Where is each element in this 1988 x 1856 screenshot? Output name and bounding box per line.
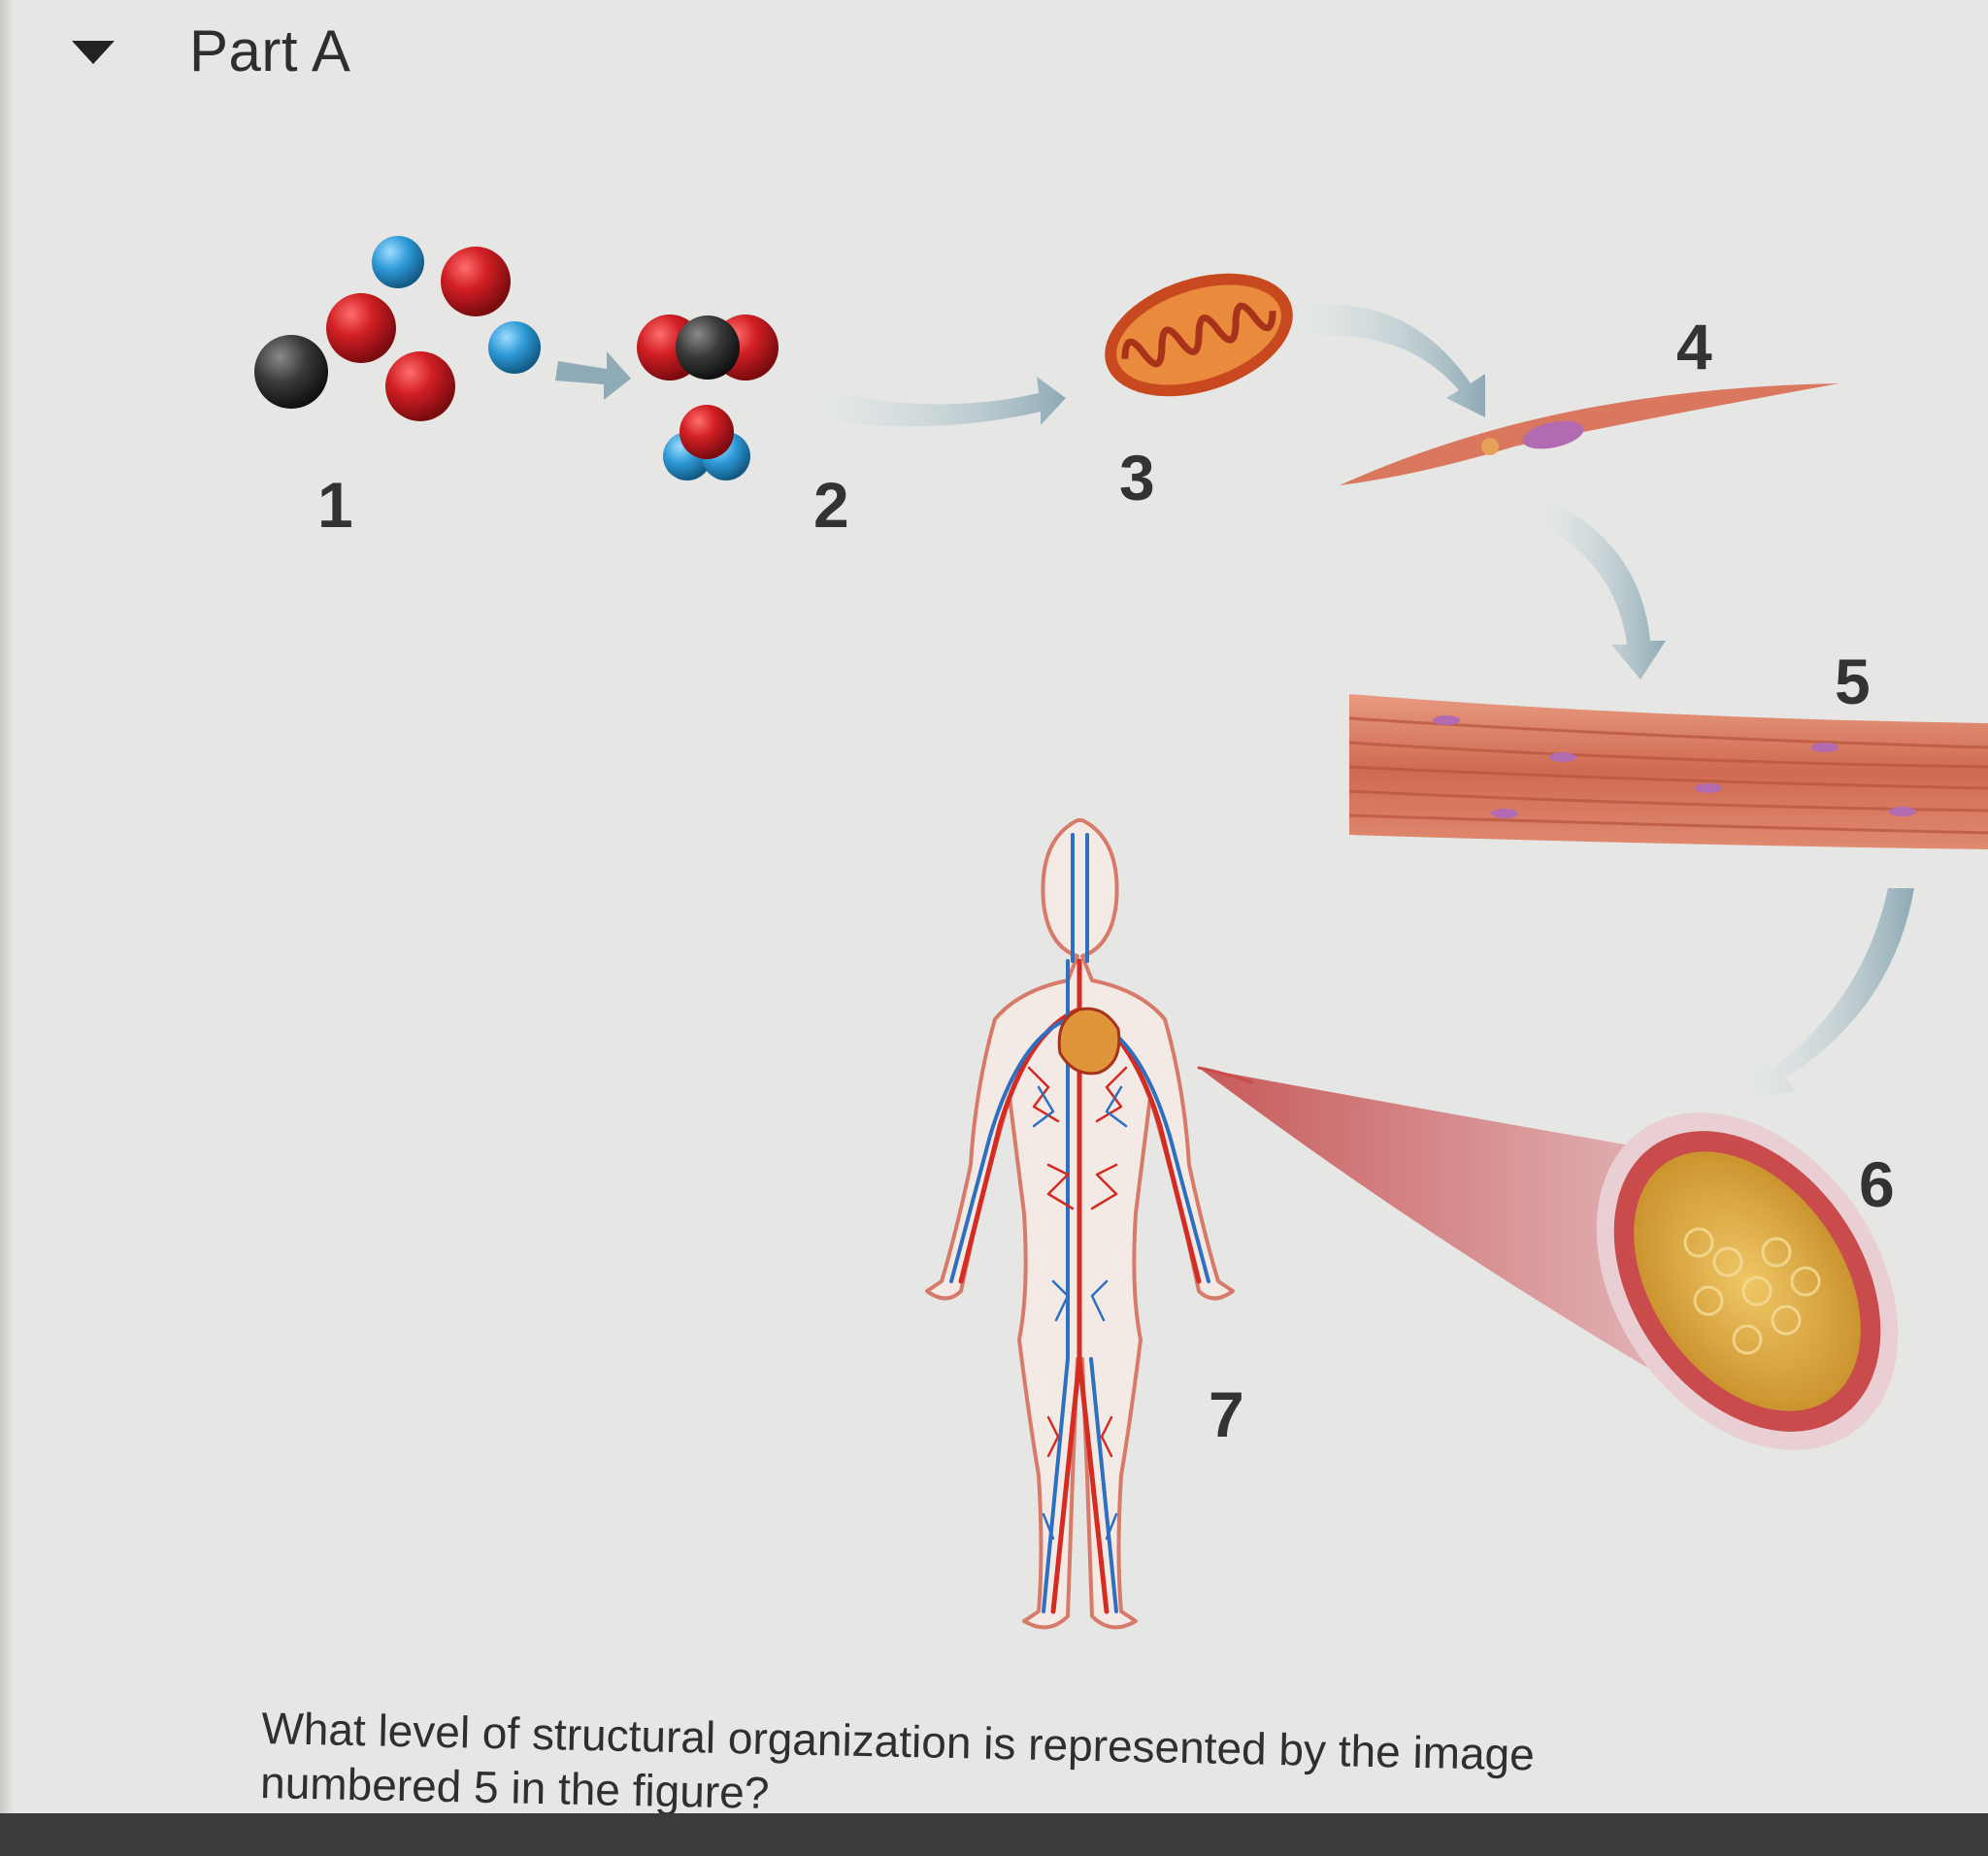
arrow-4-5 xyxy=(1539,500,1666,679)
figure-label-1: 1 xyxy=(317,469,353,541)
arrow-5-6 xyxy=(1745,888,1914,1097)
oxygen-atom xyxy=(679,405,734,459)
atoms-group xyxy=(254,236,541,421)
screen-bottom-bezel xyxy=(0,1813,1988,1856)
human-body xyxy=(925,818,1254,1630)
figure-label-2: 2 xyxy=(813,469,849,541)
screen-edge xyxy=(0,0,14,1856)
figure-label-5: 5 xyxy=(1835,646,1871,717)
carbon-atom xyxy=(676,315,740,380)
muscle-cell xyxy=(1340,383,1839,485)
figure-label-3: 3 xyxy=(1119,442,1155,514)
molecules-group xyxy=(637,315,779,481)
part-title: Part A xyxy=(189,18,351,83)
blood-vessel xyxy=(1199,1068,1899,1450)
oxygen-atom xyxy=(441,247,511,316)
figure-label-7: 7 xyxy=(1209,1378,1244,1450)
mitochondrion xyxy=(1105,273,1293,397)
part-header[interactable]: Part A xyxy=(0,0,1988,107)
muscle-tissue xyxy=(1348,694,1988,849)
arrow-1-2 xyxy=(555,351,631,400)
oxygen-atom xyxy=(326,293,396,363)
figure-label-6: 6 xyxy=(1859,1148,1895,1220)
hydrogen-atom xyxy=(372,236,424,288)
oxygen-atom xyxy=(385,351,455,421)
caret-down-icon[interactable] xyxy=(70,37,116,66)
hydrogen-atom xyxy=(488,321,541,374)
figure-label-4: 4 xyxy=(1676,311,1712,382)
arrow-2-3 xyxy=(815,377,1066,427)
carbon-atom xyxy=(254,335,328,409)
arrow-3-4 xyxy=(1296,303,1485,417)
